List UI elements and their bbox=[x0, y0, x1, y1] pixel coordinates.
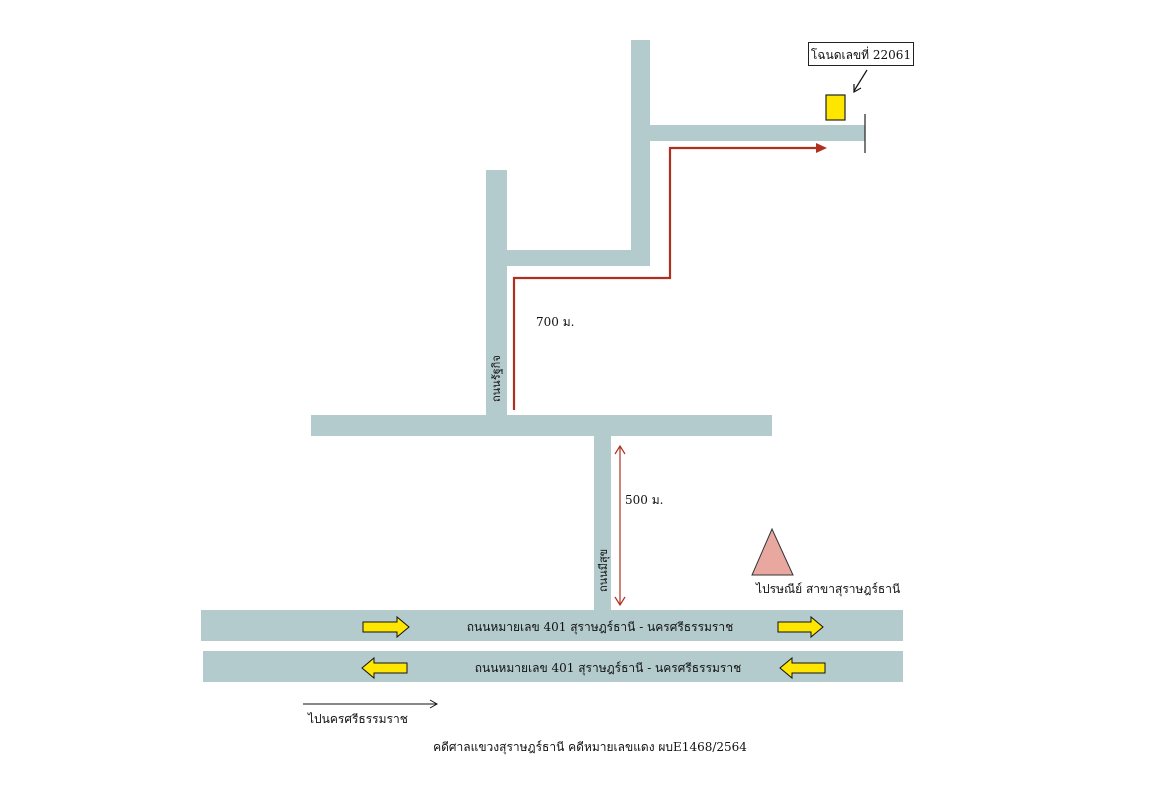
deed-number-label: โฉนดเลขที่ 22061 bbox=[808, 42, 914, 66]
direction-arrow bbox=[303, 699, 439, 709]
route-path bbox=[512, 143, 827, 410]
highway-top-label: ถนนหมายเลข 401 สุราษฎร์ธานี - นครศรีธรรม… bbox=[467, 620, 734, 635]
case-footer: คดีศาลแขวงสุราษฎร์ธานี คดีหมายเลขแดง ผบE… bbox=[433, 740, 747, 755]
road-middle-horizontal bbox=[507, 250, 650, 266]
road-top-branch-horizontal bbox=[650, 125, 865, 141]
traffic-arrow-left-icon bbox=[779, 656, 826, 680]
road-cross-horizontal bbox=[311, 415, 772, 436]
road-rattakit bbox=[486, 170, 507, 415]
direction-label: ไปนครศรีธรรมราช bbox=[307, 712, 408, 726]
road-meesuk bbox=[594, 436, 611, 611]
traffic-arrow-right-icon bbox=[777, 615, 824, 639]
distance-indicator-500 bbox=[614, 444, 626, 607]
road-top-branch-vertical bbox=[631, 40, 650, 266]
traffic-arrow-left-icon bbox=[361, 656, 408, 680]
deed-pointer-arrow bbox=[853, 69, 868, 94]
highway-bottom-label: ถนนหมายเลข 401 สุราษฎร์ธานี - นครศรีธรรม… bbox=[475, 661, 742, 676]
post-office-label: ไปรษณีย์ สาขาสุราษฎร์ธานี bbox=[755, 582, 900, 597]
traffic-arrow-right-icon bbox=[362, 615, 410, 639]
post-office-marker bbox=[751, 527, 794, 576]
distance-upper-label: 700 ม. bbox=[536, 315, 574, 329]
road-label-rattakit: ถนนรัฐกิจ bbox=[490, 355, 503, 402]
property-marker bbox=[825, 94, 846, 121]
distance-lower-label: 500 ม. bbox=[625, 493, 663, 507]
road-label-meesuk: ถนนมีสุข bbox=[597, 549, 610, 592]
